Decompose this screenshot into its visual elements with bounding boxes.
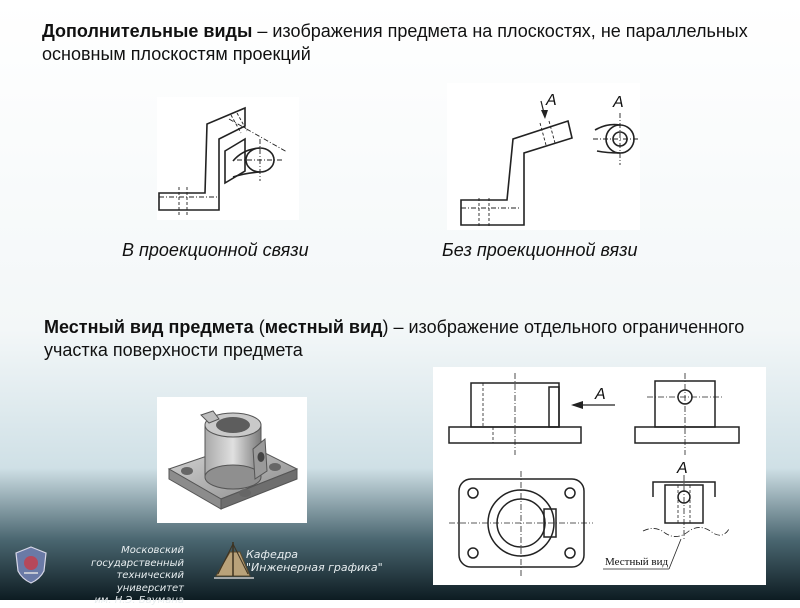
university-name: Московский государственный технический у… — [90, 545, 184, 606]
additional-views-definition: Дополнительные виды – изображения предме… — [42, 20, 762, 66]
isometric-part-image — [157, 397, 307, 523]
local-view-drawing: A A Местный вид — [433, 367, 766, 585]
local-view-term: Местный вид предмета — [44, 317, 254, 337]
additional-views-term: Дополнительные виды — [42, 21, 253, 41]
local-view-callout: Местный вид — [605, 556, 668, 568]
caption-free-placed: Без проекционной вязи — [442, 240, 638, 260]
view-letter-a-arrow: A — [545, 92, 557, 109]
department-emblem-icon — [210, 540, 258, 582]
drawing-projection-linked — [157, 97, 299, 220]
drawing-free-placed: A A — [447, 83, 640, 230]
view-letter-a-local-arrow: A — [594, 386, 606, 403]
view-letter-a-local-label: A — [676, 460, 688, 477]
local-view-term-short: местный вид — [264, 317, 383, 337]
local-view-text: ) – изображение отдельного ограниченного… — [44, 317, 745, 360]
department-name: Кафедра "Инженерная графика" — [246, 548, 383, 574]
view-letter-a-label: A — [612, 94, 624, 111]
additional-views-text: – изображения предмета на плоскостях, не… — [42, 21, 748, 64]
university-emblem-icon — [14, 545, 48, 585]
caption-projection-linked: В проекционной связи — [122, 240, 309, 260]
local-view-definition: Местный вид предмета (местный вид) – изо… — [44, 317, 745, 360]
